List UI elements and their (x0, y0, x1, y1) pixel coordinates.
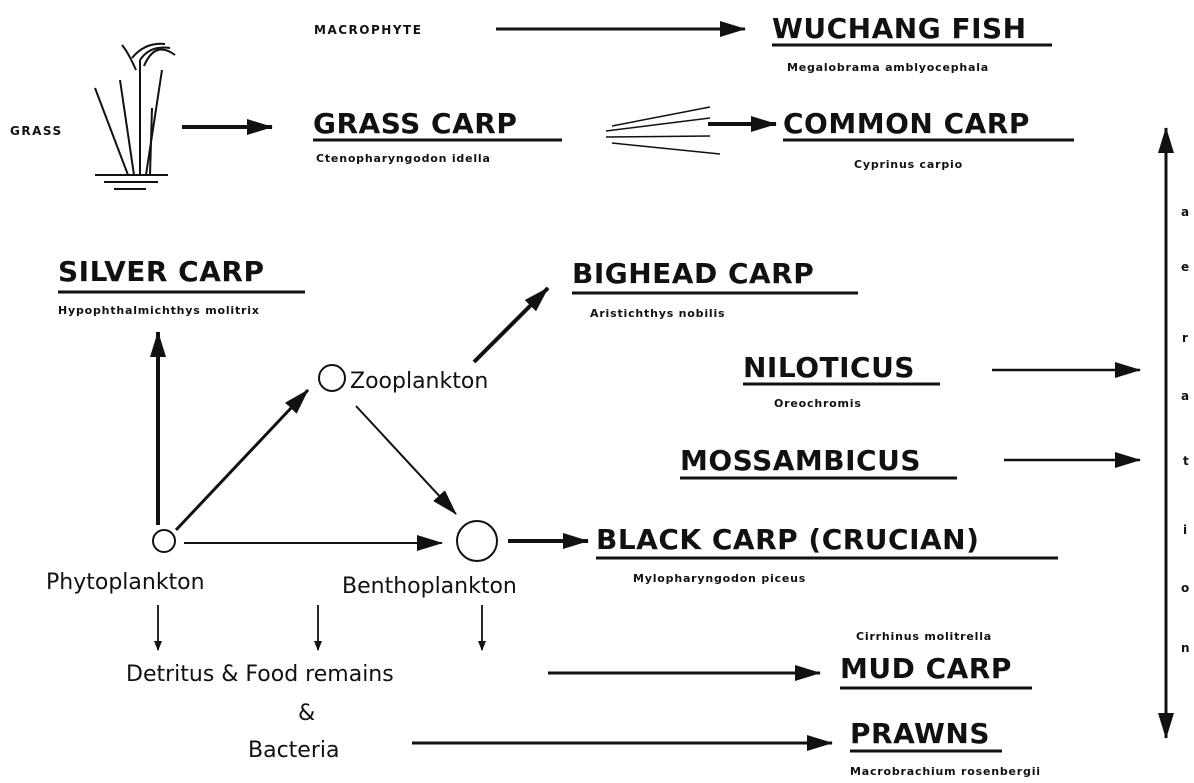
niloticus-name: NILOTICUS (743, 351, 915, 384)
zoo-to-bighead-arrow (474, 288, 548, 362)
grass-label: GRASS (10, 124, 63, 138)
bighead-carp-name: BIGHEAD CARP (572, 257, 814, 290)
aeration-letter: e (1181, 260, 1189, 274)
mossambicus-name: MOSSAMBICUS (680, 444, 921, 477)
phyto-to-zoo-arrow (176, 390, 308, 530)
prawns-name: PRAWNS (850, 717, 990, 750)
common-carp-sci-name: Cyprinus carpio (854, 158, 963, 171)
aeration-label: a e r a t i o n (1181, 205, 1190, 655)
zooplankton-circle (319, 365, 345, 391)
grass-carp-name: GRASS CARP (313, 107, 517, 140)
zooplankton-label: Zooplankton (350, 369, 488, 394)
aeration-letter: r (1182, 331, 1188, 345)
niloticus-sci-name: Oreochromis (774, 397, 862, 410)
mud-carp-name: MUD CARP (840, 652, 1012, 685)
aeration-letter: o (1181, 581, 1189, 595)
bacteria-label: Bacteria (248, 738, 339, 763)
black-carp-name: BLACK CARP (CRUCIAN) (596, 523, 979, 556)
zoo-to-bentho-arrow (356, 406, 456, 514)
phytoplankton-label: Phytoplankton (46, 570, 205, 595)
prawns-sci-name: Macrobrachium rosenbergii (850, 765, 1041, 778)
mud-carp-sci-name: Cirrhinus molitrella (856, 630, 992, 643)
silver-carp-sci-name: Hypophthalmichthys molitrix (58, 304, 260, 317)
benthoplankton-circle (457, 521, 497, 561)
wuchang-sci-name: Megalobrama amblyocephala (787, 61, 989, 74)
wuchang-fish-name: WUCHANG FISH (772, 12, 1027, 45)
aeration-letter: a (1181, 205, 1189, 219)
black-carp-sci-name: Mylopharyngodon piceus (633, 572, 806, 585)
grass-carp-sci-name: Ctenopharyngodon idella (316, 152, 491, 165)
phytoplankton-circle (153, 530, 175, 552)
bighead-carp-sci-name: Aristichthys nobilis (590, 307, 725, 320)
common-carp-name: COMMON CARP (783, 107, 1030, 140)
benthoplankton-label: Benthoplankton (342, 574, 517, 599)
silver-carp-name: SILVER CARP (58, 255, 264, 288)
grass-icon (95, 44, 175, 189)
ampersand-label: & (298, 701, 315, 726)
grasscarp-to-commoncarp-fan (606, 107, 720, 154)
detritus-label: Detritus & Food remains (126, 662, 394, 687)
aeration-letter: n (1181, 641, 1190, 655)
aeration-letter: i (1183, 523, 1187, 537)
aeration-letter: a (1181, 389, 1189, 403)
aeration-letter: t (1183, 454, 1189, 468)
macrophyte-label: MACROPHYTE (314, 23, 422, 37)
